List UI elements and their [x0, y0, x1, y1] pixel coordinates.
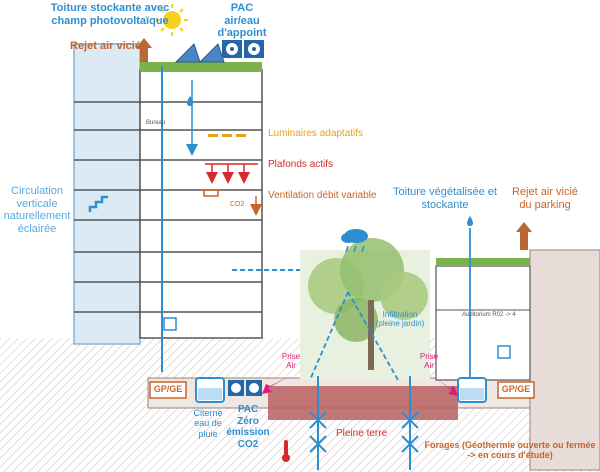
gp-ge-left-box — [149, 381, 187, 399]
label-pac-appoint: PAC air/eau d'appoint — [217, 2, 267, 40]
label-co2-small: CO2 — [230, 201, 245, 208]
pv-panels — [174, 43, 225, 63]
right-retaining-wall — [529, 249, 600, 471]
label-toiture-stockante: Toiture stockante avec champ photovoltaï… — [50, 2, 170, 27]
label-prise-air-left: Prise Air — [281, 352, 301, 371]
label-prise-air-right: Prise Air — [419, 352, 439, 371]
rooftop-heat-pump-icon — [222, 40, 264, 58]
thermometer-icon — [282, 440, 290, 462]
label-pac-zero: PAC Zéro émission CO2 — [226, 404, 270, 450]
tree-canopy — [308, 238, 428, 370]
label-luminaires: Luminaires adaptatifs — [268, 128, 364, 139]
air-intake-arrow-right-icon — [432, 376, 458, 396]
ventilation-icon — [203, 189, 262, 216]
label-infiltration: Infiltration (pleine jardin) — [375, 310, 425, 329]
label-gp-ge-left: GP/GE — [153, 384, 183, 394]
label-gp-ge-right: GP/GE — [501, 384, 531, 394]
cistern-right-icon — [457, 377, 487, 403]
label-plafonds: Plafonds actifs — [268, 159, 334, 170]
label-bureau: Bureau — [146, 120, 166, 126]
parking-exhaust-arrow-icon — [516, 222, 532, 250]
exhaust-arrow-icon — [136, 38, 152, 62]
right-roof-green — [436, 258, 530, 266]
cistern-left-icon — [195, 377, 225, 403]
label-citerne: Citerne eau de pluie — [193, 408, 223, 439]
label-circulation: Circulation verticale naturellement écla… — [3, 185, 71, 235]
label-rejet-air-vicie: Rejet air vicié — [70, 40, 141, 52]
label-toiture-vegetalisee: Toiture végétalisée et stockante — [393, 186, 497, 211]
label-pleine-terre: Pleine terre — [336, 428, 388, 439]
gp-ge-right-box — [497, 381, 535, 399]
deep-brown-band — [268, 386, 458, 420]
geothermal-boreholes — [309, 376, 419, 470]
rain-cloud-icon — [341, 229, 368, 253]
toilet-icon-left — [163, 317, 177, 331]
right-building — [435, 265, 531, 381]
glazed-tower — [73, 43, 141, 345]
label-forages: Forages (Géothermie ouverte ou fermée ->… — [424, 440, 596, 461]
luminaire-icon — [208, 134, 246, 137]
sun-icon — [156, 4, 188, 36]
stairs-icon — [88, 195, 108, 212]
floor-lines — [74, 101, 262, 313]
label-ventilation: Ventilation débit variable — [268, 190, 377, 201]
roof-green-strip — [140, 62, 262, 72]
active-ceiling-icon — [205, 163, 258, 184]
label-auditorium: Auditorium R02 -> 4 — [462, 312, 516, 318]
label-rejet-parking: Rejet air vicié du parking — [511, 186, 579, 211]
infiltration-lines — [309, 291, 399, 381]
toilet-icon-right — [497, 345, 511, 359]
basement-heat-pump-icon — [228, 380, 262, 396]
air-intake-arrow-left-icon — [262, 376, 290, 394]
